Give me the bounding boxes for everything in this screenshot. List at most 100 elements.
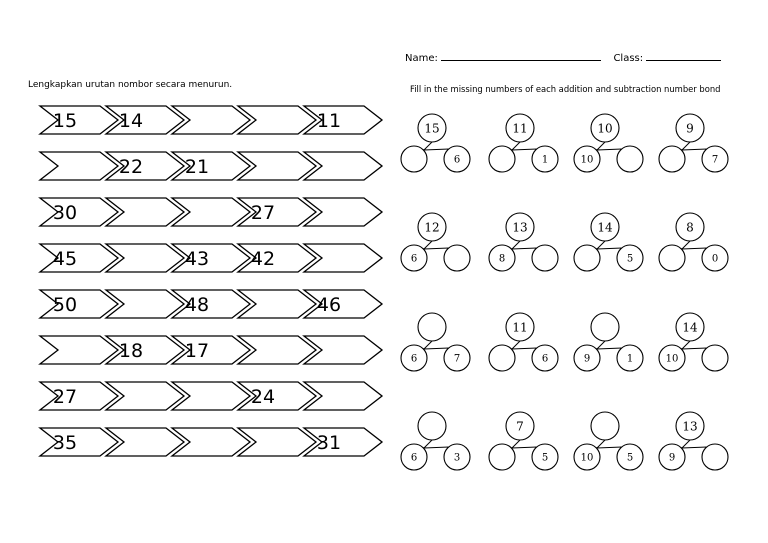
sequence-blank-box[interactable]: [170, 197, 252, 227]
sequence-blank-box[interactable]: [302, 151, 384, 181]
bond-part-right-circle[interactable]: [443, 244, 471, 272]
sequence-blank-box[interactable]: [236, 105, 318, 135]
sequence-blank-box[interactable]: [302, 335, 384, 365]
sequence-blank-box[interactable]: [38, 335, 120, 365]
sequence-box: [170, 289, 252, 319]
sequence-box: [170, 335, 252, 365]
bond-connector: [681, 340, 691, 350]
bond-part-left-circle: [658, 344, 686, 372]
bond-part-right-circle[interactable]: [531, 244, 559, 272]
sequence-box: [38, 289, 120, 319]
bond-part-right-value: 1: [627, 354, 633, 365]
bond-connector: [596, 439, 606, 449]
bond-whole-circle[interactable]: [417, 312, 447, 342]
bond-connector: [423, 347, 450, 350]
bond-whole-circle: [505, 212, 535, 242]
sequence-blank-box[interactable]: [104, 243, 186, 273]
bond-whole-value: 15: [424, 121, 439, 135]
bond-part-left-value: 9: [669, 453, 675, 464]
bond-connector: [511, 247, 538, 250]
bond-part-left-circle[interactable]: [400, 145, 428, 173]
sequence-blank-box[interactable]: [302, 381, 384, 411]
sequence-box: [38, 381, 120, 411]
sequence-blank-box[interactable]: [170, 427, 252, 457]
bond-connector: [423, 439, 433, 449]
bond-whole-circle: [675, 113, 705, 143]
name-class-header: Name: Class:: [405, 50, 722, 64]
bond-part-right-circle[interactable]: [616, 145, 644, 173]
sequence-box: [236, 381, 318, 411]
bond-part-right-circle[interactable]: [701, 443, 729, 471]
bond-part-right-circle: [531, 344, 559, 372]
bond-connector: [681, 347, 708, 350]
bond-part-left-circle[interactable]: [488, 443, 516, 471]
sequence-blank-box[interactable]: [104, 197, 186, 227]
bond-part-right-value: 5: [627, 254, 633, 265]
bond-part-left-circle[interactable]: [488, 344, 516, 372]
sequence-box: [104, 335, 186, 365]
sequence-blank-box[interactable]: [302, 197, 384, 227]
bond-connector: [681, 240, 691, 250]
bond-part-left-circle: [573, 145, 601, 173]
bond-part-left-circle[interactable]: [658, 244, 686, 272]
bond-part-right-circle[interactable]: [701, 344, 729, 372]
sequence-blank-box[interactable]: [236, 151, 318, 181]
bond-whole-circle: [417, 113, 447, 143]
bond-whole-circle: [505, 113, 535, 143]
sequence-blank-box[interactable]: [170, 105, 252, 135]
bond-connector: [423, 240, 433, 250]
bond-connector: [423, 141, 433, 151]
sequence-blank-box[interactable]: [104, 381, 186, 411]
bond-connector: [681, 446, 708, 449]
bond-connector: [423, 446, 450, 449]
bond-whole-circle[interactable]: [417, 411, 447, 441]
number-bond: 139: [658, 411, 729, 471]
bond-connector: [596, 148, 623, 151]
bond-part-left-circle[interactable]: [488, 145, 516, 173]
bond-whole-value: 7: [516, 419, 524, 433]
sequence-blank-box[interactable]: [236, 335, 318, 365]
sequence-number: 22: [119, 156, 143, 178]
name-field[interactable]: [441, 50, 602, 61]
bond-part-left-circle[interactable]: [658, 145, 686, 173]
bond-whole-circle[interactable]: [590, 411, 620, 441]
bond-part-left-value: 9: [584, 354, 590, 365]
bond-part-left-circle[interactable]: [573, 244, 601, 272]
name-label: Name:: [405, 53, 438, 64]
sequence-box: [236, 243, 318, 273]
bond-part-left-value: 6: [411, 254, 417, 265]
bond-connector: [511, 347, 538, 350]
bond-whole-circle[interactable]: [590, 312, 620, 342]
sequence-box: [104, 105, 186, 135]
sequence-number: 46: [317, 294, 341, 316]
bond-connector: [511, 240, 521, 250]
bond-connector: [423, 247, 450, 250]
bond-connector: [596, 446, 623, 449]
sequence-box: [38, 243, 120, 273]
class-field[interactable]: [646, 50, 722, 61]
sequence-number: 17: [185, 340, 209, 362]
sequence-number: 27: [251, 202, 275, 224]
sequence-number: 15: [53, 110, 77, 132]
bond-whole-circle: [590, 212, 620, 242]
bond-part-left-value: 6: [411, 453, 417, 464]
sequence-blank-box[interactable]: [104, 427, 186, 457]
bond-part-right-circle: [443, 145, 471, 173]
sequence-blank-box[interactable]: [236, 289, 318, 319]
bond-part-left-value: 10: [581, 155, 594, 166]
bond-part-right-circle: [531, 145, 559, 173]
sequence-blank-box[interactable]: [104, 289, 186, 319]
sequence-blank-box[interactable]: [38, 151, 120, 181]
bond-part-left-circle: [488, 244, 516, 272]
sequence-blank-box[interactable]: [236, 427, 318, 457]
sequence-blank-box[interactable]: [170, 381, 252, 411]
number-bond: 116: [488, 312, 559, 372]
sequence-box: [170, 151, 252, 181]
sequence-number: 43: [185, 248, 209, 270]
sequence-blank-box[interactable]: [302, 243, 384, 273]
sequence-box: [38, 427, 120, 457]
bond-connector: [423, 340, 433, 350]
